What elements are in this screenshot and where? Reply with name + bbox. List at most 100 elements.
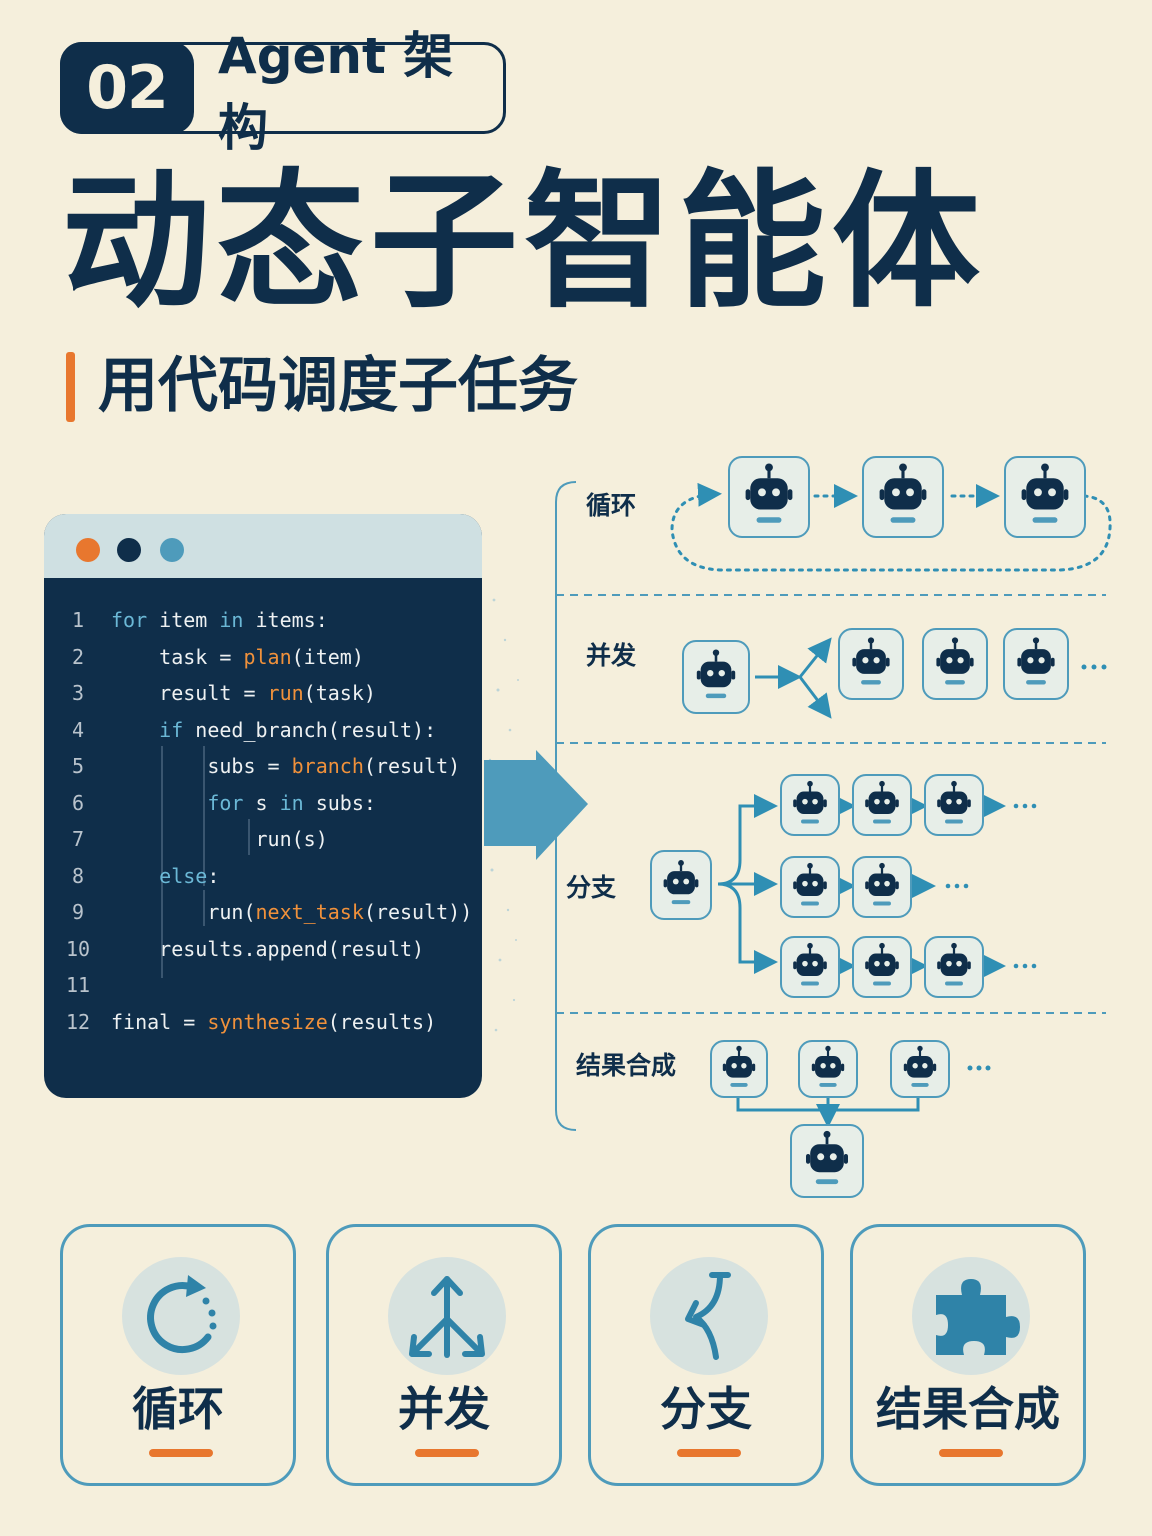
merge-label: 结果合成 — [576, 1051, 677, 1080]
robot-node — [728, 456, 810, 538]
robot-node — [710, 1040, 768, 1098]
robot-node — [852, 856, 912, 918]
speckle-texture — [488, 598, 519, 1032]
robot-node — [852, 774, 912, 836]
robot-node — [780, 936, 840, 998]
flow-arrow — [484, 598, 588, 1032]
robot-icon — [811, 1045, 845, 1087]
line-number: 3 — [71, 681, 85, 705]
page-title: 动态子智能体 — [62, 156, 986, 328]
card-loop: 循环 — [60, 1224, 296, 1486]
indent-guide — [203, 890, 205, 926]
parallel-arrow — [798, 637, 832, 678]
code-text: subs = branch(result) — [111, 754, 461, 778]
robot-node — [852, 936, 912, 998]
robot-node — [924, 936, 984, 998]
card-label: 循环 — [132, 1382, 224, 1436]
parallel-arrow — [798, 676, 832, 719]
line-number: 8 — [71, 863, 85, 888]
code-text: result = run(task) — [111, 681, 376, 705]
code-text: final = synthesize(results) — [111, 1009, 437, 1034]
code-text: results.append(result) — [111, 936, 425, 961]
badge-number: 02 — [60, 42, 194, 134]
code-text: if need_branch(result): — [159, 717, 437, 742]
line-number: 4 — [71, 717, 85, 742]
code-text: for item in items: — [111, 608, 328, 632]
robot-icon — [793, 862, 827, 906]
robot-icon — [879, 463, 927, 523]
robot-icon — [793, 780, 827, 824]
code-window-titlebar — [44, 514, 482, 578]
page-subtitle: 用代码调度子任务 — [98, 351, 578, 421]
branch-icon — [650, 1257, 768, 1375]
line-number: 11 — [65, 973, 91, 997]
puzzle-icon — [912, 1257, 1030, 1375]
robot-node — [780, 774, 840, 836]
card-accent-bar — [939, 1449, 1003, 1457]
robot-icon — [865, 862, 899, 906]
ellipsis-dots — [945, 664, 1107, 1071]
card-accent-bar — [415, 1449, 479, 1457]
robot-node — [650, 850, 712, 920]
robot-node — [1003, 628, 1069, 700]
robot-icon — [696, 649, 736, 699]
diagram-structure — [555, 481, 1106, 1131]
card-merge: 结果合成 — [850, 1224, 1086, 1486]
line-number: 12 — [65, 1009, 91, 1034]
robot-node — [838, 628, 904, 700]
robot-icon — [937, 780, 971, 824]
robot-icon — [722, 1045, 756, 1087]
robot-icon — [852, 637, 890, 685]
indent-guide — [248, 819, 250, 855]
robot-node — [890, 1040, 950, 1098]
robot-icon — [745, 463, 793, 523]
branch-arrow — [717, 882, 778, 974]
fork-arrows-icon — [388, 1257, 506, 1375]
robot-icon — [1017, 637, 1055, 685]
robot-icon — [865, 942, 899, 986]
line-number: 6 — [71, 790, 85, 815]
window-dot-orange — [76, 538, 100, 562]
window-dot-navy — [117, 538, 141, 562]
code-text: task = plan(item) — [111, 644, 364, 669]
indent-guide — [203, 746, 205, 886]
card-parallel: 并发 — [326, 1224, 562, 1486]
window-dot-teal — [160, 538, 184, 562]
diagram-arrows — [670, 482, 1112, 1128]
code-text: for s in subs: — [207, 790, 376, 815]
robot-icon — [663, 860, 699, 905]
branch-arrow — [717, 794, 778, 886]
robot-node — [780, 856, 840, 918]
branch-label: 分支 — [566, 873, 617, 902]
robot-node — [798, 1040, 858, 1098]
robot-node — [682, 640, 750, 714]
card-label: 并发 — [398, 1382, 490, 1436]
robot-node — [924, 774, 984, 836]
line-number: 7 — [71, 827, 85, 851]
line-number: 2 — [71, 644, 85, 669]
line-number: 5 — [71, 754, 85, 778]
loop-label: 循环 — [586, 491, 637, 520]
card-accent-bar — [677, 1449, 741, 1457]
code-text: run(s) — [111, 827, 328, 851]
line-number: 10 — [65, 936, 91, 961]
robot-icon — [793, 942, 827, 986]
code-text: else: — [159, 863, 220, 888]
robot-icon — [1021, 463, 1069, 523]
robot-icon — [937, 942, 971, 986]
robot-icon — [903, 1045, 937, 1087]
robot-node — [790, 1124, 864, 1198]
code-text: run(next_task(result)) — [111, 900, 473, 924]
loop-return-arrow — [670, 482, 1112, 572]
right-arrow-icon — [484, 750, 588, 860]
diagram-bracket — [555, 481, 577, 1131]
robot-icon — [806, 1130, 848, 1185]
card-label: 结果合成 — [876, 1382, 1060, 1436]
loop-icon — [122, 1257, 240, 1375]
robot-icon — [865, 780, 899, 824]
robot-node — [922, 628, 988, 700]
indent-guide — [161, 746, 163, 978]
robot-node — [1004, 456, 1086, 538]
card-branch: 分支 — [588, 1224, 824, 1486]
